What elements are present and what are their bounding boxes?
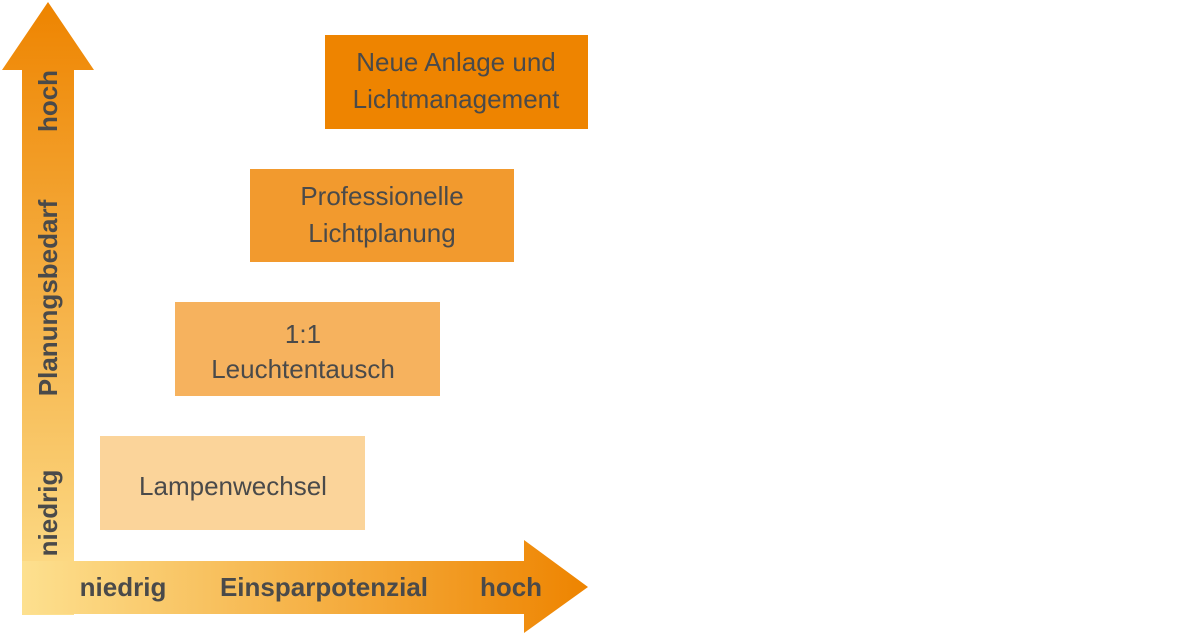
step-box: [250, 169, 514, 262]
step-lampenwechsel: Lampenwechsel: [100, 436, 365, 530]
y-axis-title: Planungsbedarf: [33, 199, 63, 396]
x-axis-title: Einsparpotenzial: [220, 572, 428, 602]
step-lichtplanung: Professionelle Lichtplanung: [250, 169, 514, 262]
y-axis-high-label: hoch: [33, 70, 63, 132]
y-axis-arrow: [2, 2, 94, 615]
step-line2: Lichtmanagement: [353, 84, 560, 114]
step-box: [175, 302, 440, 396]
x-axis: niedrig Einsparpotenzial hoch: [22, 540, 588, 633]
step-line1: Lampenwechsel: [139, 471, 327, 501]
step-box: [325, 35, 588, 129]
step-line2: Lichtplanung: [308, 218, 455, 248]
step-line1: 1:1: [285, 319, 321, 349]
x-axis-low-label: niedrig: [80, 572, 167, 602]
x-axis-arrow: [22, 540, 588, 633]
step-leuchtentausch: 1:1 Leuchtentausch: [175, 302, 440, 396]
step-line2: Leuchtentausch: [211, 354, 395, 384]
y-axis: niedrig Planungsbedarf hoch: [2, 2, 94, 615]
step-line1: Professionelle: [300, 181, 463, 211]
step-lichtmanagement: Neue Anlage und Lichtmanagement: [325, 35, 588, 129]
step-box: [100, 436, 365, 530]
y-axis-low-label: niedrig: [33, 470, 63, 557]
x-axis-high-label: hoch: [480, 572, 542, 602]
step-line1: Neue Anlage und: [356, 47, 556, 77]
